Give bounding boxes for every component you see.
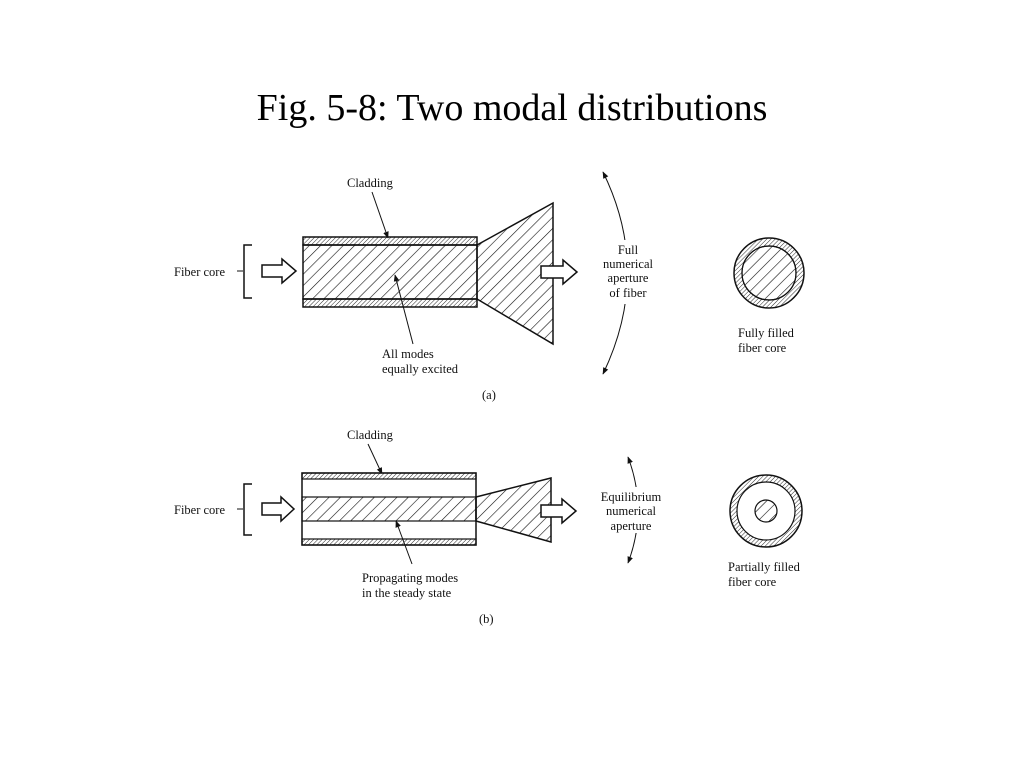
panel-b-modes-label-1: Propagating modes bbox=[362, 571, 458, 585]
panel-a-aperture-label-4: of fiber bbox=[609, 286, 647, 300]
panel-a-fiber-core-label: Fiber core bbox=[174, 265, 225, 279]
panel-a-cladding-label: Cladding bbox=[347, 176, 394, 190]
panel-a-label: (a) bbox=[482, 388, 496, 402]
panel-a-cladding-top bbox=[302, 236, 478, 246]
panel-a-cross-section-label-1: Fully filled bbox=[738, 326, 795, 340]
panel-b-cross-section-core bbox=[754, 499, 778, 523]
panel-a-aperture-label-3: aperture bbox=[608, 271, 649, 285]
panel-a-modes-label-1: All modes bbox=[382, 347, 434, 361]
panel-b-label: (b) bbox=[479, 612, 494, 626]
panel-a-aperture-label-bg bbox=[596, 240, 660, 304]
panel-b-cross-section-label-1: Partially filled bbox=[728, 560, 801, 574]
panel-b-cladding-bottom bbox=[301, 538, 477, 546]
panel-a-modes-label-2: equally excited bbox=[382, 362, 459, 376]
panel-b-modes-leader bbox=[395, 520, 413, 565]
panel-a-cladding-bottom bbox=[302, 298, 478, 308]
panel-a-input-arrow bbox=[261, 257, 298, 285]
panel-a-output-arrow bbox=[540, 258, 579, 286]
panel-a: Cladding Fiber core All modes equally ex… bbox=[174, 171, 805, 402]
panel-b-cross-section-label-2: fiber core bbox=[728, 575, 777, 589]
panel-b-aperture-label-bg bbox=[596, 487, 668, 533]
panel-b: Cladding Fiber core Propagating modes in… bbox=[174, 428, 803, 626]
panel-b-modes-label-2: in the steady state bbox=[362, 586, 452, 600]
panel-b-output-cone bbox=[475, 477, 552, 543]
panel-b-core-bracket bbox=[243, 483, 252, 536]
panel-b-core-modes bbox=[301, 496, 477, 522]
panel-a-aperture-label-2: numerical bbox=[603, 257, 654, 271]
panel-b-aperture-label-3: aperture bbox=[611, 519, 652, 533]
panel-b-output-arrow bbox=[540, 497, 578, 525]
panel-a-aperture-label-1: Full bbox=[618, 243, 639, 257]
panel-b-input-arrow bbox=[261, 495, 296, 523]
panel-a-cross-section-label-2: fiber core bbox=[738, 341, 787, 355]
panel-a-cladding-leader bbox=[371, 191, 389, 239]
panel-b-aperture-label-2: numerical bbox=[606, 504, 657, 518]
panel-a-cross-section-core bbox=[741, 245, 797, 301]
slide-title: Fig. 5-8: Two modal distributions bbox=[256, 87, 768, 129]
panel-a-core-bracket bbox=[243, 244, 252, 299]
panel-b-fiber-core-label: Fiber core bbox=[174, 503, 225, 517]
panel-b-aperture-label-1: Equilibrium bbox=[601, 490, 662, 504]
panel-a-output-cone bbox=[476, 201, 554, 346]
panel-b-cladding-top bbox=[301, 472, 477, 480]
panel-a-modes-leader bbox=[393, 274, 414, 345]
panel-b-cladding-label: Cladding bbox=[347, 428, 394, 442]
panel-a-core bbox=[302, 244, 478, 300]
panel-b-cladding-leader bbox=[367, 443, 383, 475]
